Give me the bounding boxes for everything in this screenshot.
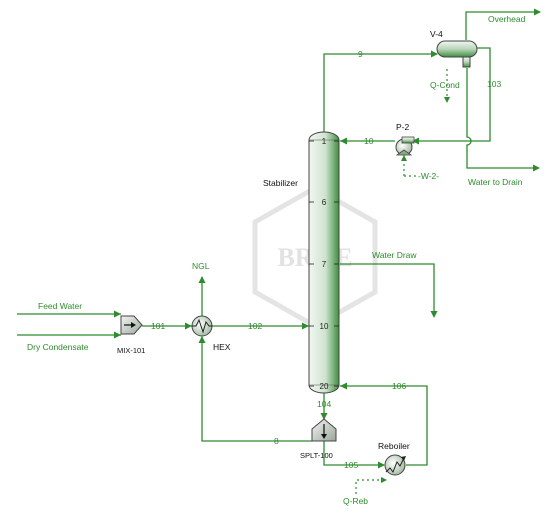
stabilizer-column[interactable]: 1 6 7 10 20 [308, 131, 340, 394]
q-reb-label: Q-Reb [343, 496, 368, 506]
reboiler-name-label-text: Reboiler [378, 441, 410, 451]
stream-10[interactable] [340, 137, 395, 145]
pump-name-label: P-2 [396, 122, 410, 132]
stream-101[interactable] [142, 322, 192, 330]
tray-label-10: 10 [320, 322, 329, 331]
w-2-label: -W-2- [418, 171, 439, 181]
stream-9[interactable] [323, 50, 438, 136]
stream-8-label: 8 [274, 436, 279, 446]
stream-water-draw[interactable] [340, 263, 438, 318]
tray-label-20: 20 [320, 382, 329, 391]
stream-9-label: 9 [358, 49, 363, 59]
reboiler[interactable] [384, 454, 406, 476]
stream-105[interactable] [323, 441, 385, 469]
stream-106-label: 106 [392, 381, 406, 391]
water-to-drain-label: Water to Drain [468, 177, 523, 187]
feed-water-label: Feed Water [38, 301, 82, 311]
splitter-splt-100[interactable] [311, 418, 337, 442]
tray-label-7: 7 [322, 260, 327, 269]
stream-104-label: 104 [317, 399, 331, 409]
mixer-mix-101[interactable] [120, 315, 143, 335]
pump-p-2[interactable] [395, 136, 415, 156]
stream-dry-condensate[interactable] [17, 331, 121, 339]
mixer-name-label: MIX-101 [117, 346, 145, 355]
energy-q-cond[interactable] [444, 69, 450, 103]
condenser-drum[interactable] [436, 40, 478, 68]
stream-8[interactable] [198, 336, 313, 442]
overhead-label: Overhead [488, 14, 526, 24]
stream-water-to-drain[interactable] [466, 68, 540, 172]
heat-exchanger-hex[interactable] [191, 315, 213, 337]
dry-condensate-label: Dry Condensate [27, 342, 89, 352]
water-draw-label: Water Draw [372, 250, 417, 260]
stream-104[interactable] [320, 393, 328, 420]
tray-label-6: 6 [322, 198, 327, 207]
stream-106[interactable] [340, 382, 428, 466]
tray-label-1: 1 [322, 137, 327, 146]
ngl-label: NGL [192, 261, 210, 271]
stream-ngl[interactable] [198, 276, 206, 316]
splitter-name-label: SPLT-100 [300, 451, 333, 460]
stream-102-label: 102 [248, 321, 262, 331]
energy-q-reb[interactable] [355, 477, 387, 494]
condenser-name-label: V-4 [430, 29, 443, 39]
stream-102[interactable] [212, 322, 309, 330]
stream-101-label: 101 [151, 321, 165, 331]
column-name-label: Stabilizer [263, 178, 298, 188]
hex-name-label: HEX [213, 342, 231, 352]
stream-10-label: 10 [364, 136, 374, 146]
stream-feed-water[interactable] [17, 310, 121, 318]
stream-105-label: 105 [344, 460, 358, 470]
energy-w-2[interactable] [401, 155, 418, 177]
stream-103[interactable] [412, 47, 491, 145]
q-cond-label: Q-Cond [430, 80, 460, 90]
stream-103-label: 103 [487, 79, 501, 89]
stream-overhead[interactable] [465, 8, 541, 41]
